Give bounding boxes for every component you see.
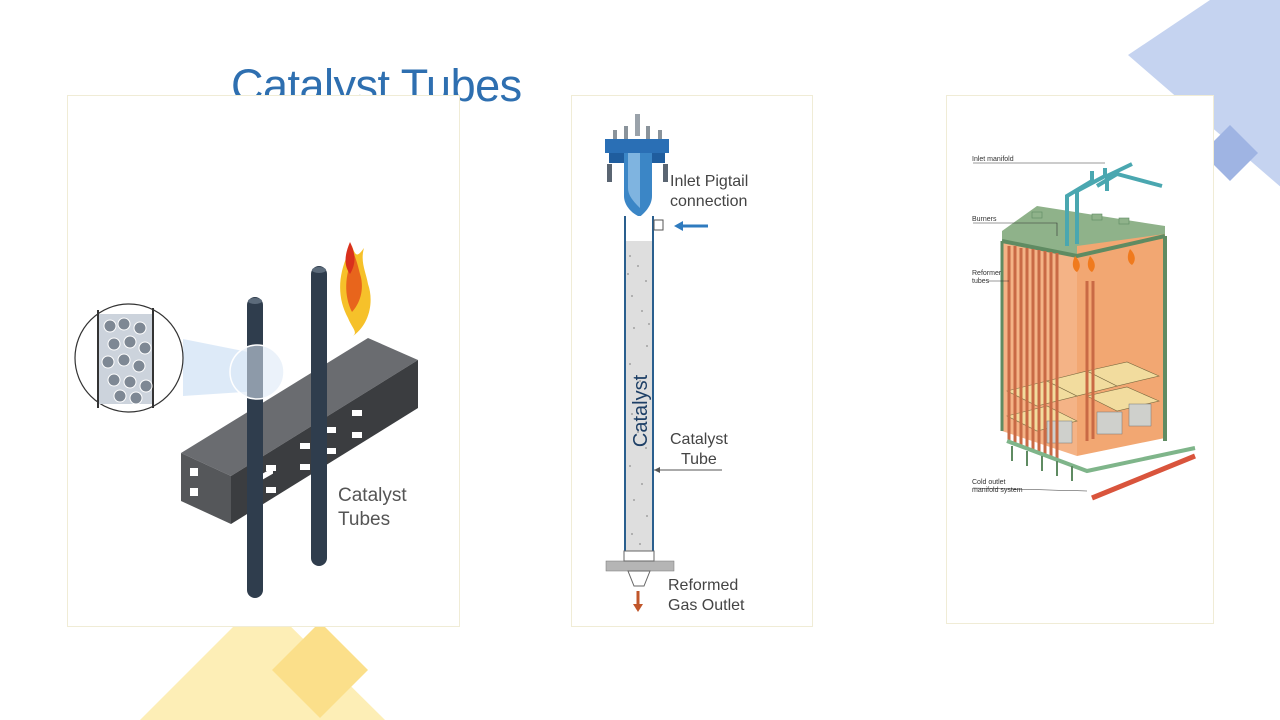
furnace-frame — [1001, 234, 1166, 259]
outlet-cone — [627, 570, 651, 587]
duct-top-face — [181, 338, 418, 476]
outlet-arrow-head — [633, 604, 643, 612]
tube-empty-zone — [626, 216, 652, 241]
inlet-manifold-pipes — [1065, 162, 1163, 246]
catalyst-vertical-text: Catalyst — [630, 374, 652, 447]
label-tube-line1: Catalyst — [670, 431, 728, 448]
panel-catalyst-tubes-furnace: Catalyst Tubes — [67, 95, 460, 627]
label-tube-line2: Tube — [680, 451, 717, 468]
label-burners: Burners — [972, 216, 997, 223]
side-nozzle — [653, 219, 664, 231]
duct-windows — [190, 410, 362, 496]
catalyst-speckles — [627, 255, 650, 545]
catalyst-tube-2 — [311, 266, 327, 566]
top-flange — [605, 139, 669, 153]
tube-highlight-circle — [229, 344, 285, 400]
label-inlet-line1: Inlet Pigtail — [670, 173, 749, 190]
label-outlet-line2: Gas Outlet — [668, 597, 745, 614]
red-outlet-pipe — [1091, 453, 1196, 501]
bottom-flange — [605, 560, 675, 572]
flame — [340, 242, 371, 336]
label-cold-line2: manifold system — [972, 487, 1023, 495]
label-inlet-line2: connection — [670, 193, 748, 210]
label-inlet-pigtail: Inlet Pigtail connection — [670, 172, 748, 212]
top-stud — [635, 114, 640, 136]
label-cold-line1: Cold outlet — [972, 479, 1006, 486]
inlet-arrow-head — [674, 221, 683, 231]
reformer-furnace-illustration — [972, 162, 1196, 501]
yellow-diamond — [272, 622, 368, 718]
label-catalyst-tubes-line1: Catalyst — [338, 485, 407, 506]
label-reformer-line2: tubes — [972, 278, 990, 286]
furnace-illustration — [74, 242, 418, 598]
label-reformer-tubes: Reformer tubes — [972, 270, 1001, 287]
catalyst-fill — [626, 241, 652, 551]
catalyst-tube-section-illustration: Catalyst — [605, 114, 722, 612]
label-catalyst-tube: Catalyst Tube — [670, 430, 728, 470]
label-cold-outlet: Cold outlet manifold system — [972, 479, 1023, 496]
leader-lines — [972, 162, 1105, 492]
flange-bolts — [613, 126, 662, 140]
label-catalyst-tubes: Catalyst Tubes — [338, 484, 407, 532]
floor-supports — [1046, 403, 1152, 444]
panel-catalyst-tube-section: Catalyst Inlet Pigtail connection Cataly… — [571, 95, 813, 627]
magnified-catalyst-view — [74, 303, 184, 413]
burner-flames — [1072, 249, 1135, 272]
label-inlet-manifold: Inlet manifold — [972, 156, 1014, 163]
reformer-tubes — [1007, 246, 1095, 460]
label-reformer-line1: Reformer — [972, 270, 1002, 277]
label-catalyst-tubes-line2: Tubes — [338, 508, 391, 530]
label-outlet-line1: Reformed — [668, 577, 739, 594]
catalyst-tube-1 — [247, 297, 263, 598]
cold-outlet-manifold — [1006, 439, 1196, 474]
panel-reformer-furnace: Inlet manifold Burners Reformer tubes Co… — [946, 95, 1214, 624]
label-reformed-gas-outlet: Reformed Gas Outlet — [668, 576, 744, 616]
